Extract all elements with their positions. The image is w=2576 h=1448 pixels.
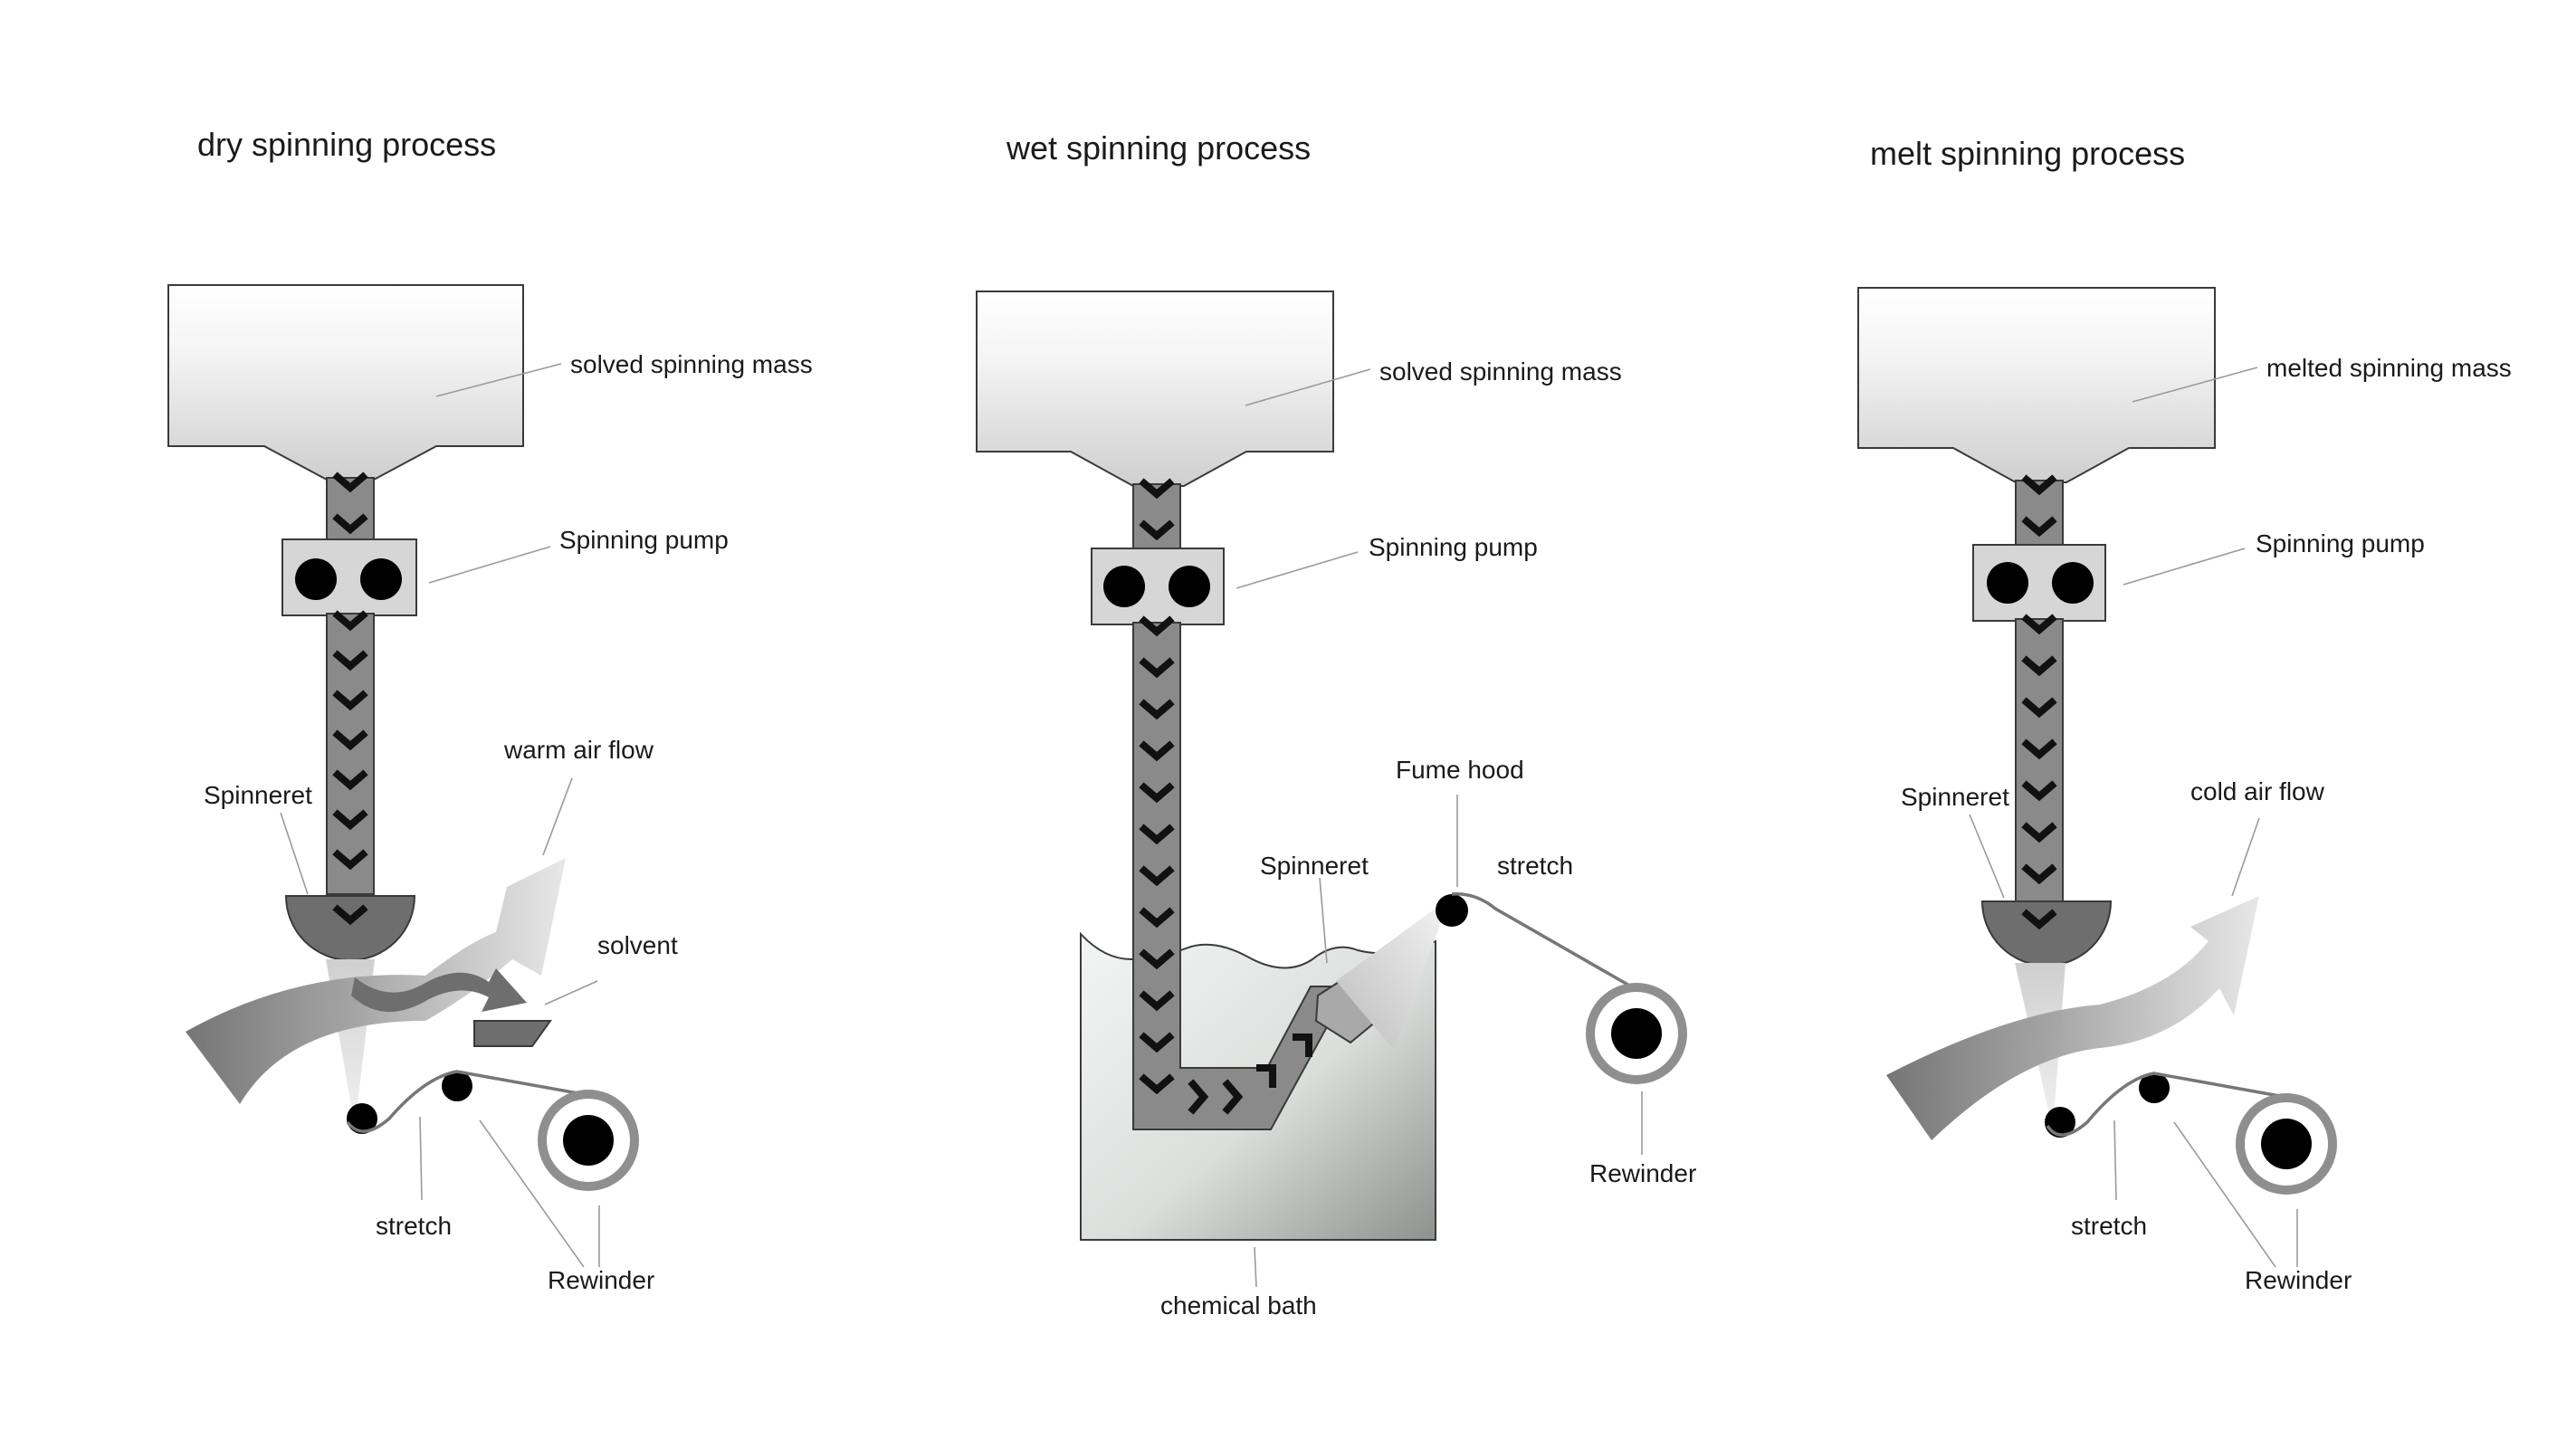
- melt-spinneret: [1980, 900, 2113, 967]
- melt-airflow-label: cold air flow: [2190, 777, 2325, 805]
- wet-spinneret-label: Spinneret: [1260, 852, 1369, 880]
- dry-pump-gear-right: [360, 558, 402, 600]
- dry-spinneret: [284, 895, 416, 961]
- melt-pump-label: Spinning pump: [2256, 529, 2425, 557]
- melt-leader-lines: [1969, 367, 2298, 1268]
- melt-spin-tube: [2015, 618, 2064, 902]
- melt-panel: melt spinning process: [1857, 135, 2512, 1294]
- wet-rewinder-label: Rewinder: [1589, 1159, 1696, 1187]
- dry-stretch-roller-2: [442, 1071, 472, 1101]
- wet-fiber-path: [1451, 892, 1632, 988]
- wet-stretch-roller: [1436, 894, 1468, 927]
- dry-fiber-path: [346, 1070, 589, 1133]
- wet-rewinder-core: [1611, 1008, 1662, 1059]
- melt-pump-gear-right: [2052, 562, 2094, 604]
- wet-spinning-mass-tank: [976, 291, 1334, 487]
- wet-pump-gear-right: [1169, 566, 1210, 607]
- dry-rewinder-core: [563, 1115, 614, 1166]
- dry-stretch-roller-1: [347, 1103, 377, 1134]
- wet-mass-label: solved spinning mass: [1379, 357, 1622, 386]
- dry-warm-air-flow-arrow: [186, 858, 566, 1104]
- dry-flow-chevrons: [332, 472, 368, 926]
- melt-rewinder-core: [2261, 1119, 2312, 1169]
- melt-fiber-path: [2046, 1072, 2285, 1137]
- dry-leader-lines: [280, 363, 600, 1268]
- wet-leader-lines: [1236, 368, 1643, 1288]
- dry-solvent-label: solvent: [597, 931, 678, 959]
- melt-rewinder-label: Rewinder: [2245, 1266, 2352, 1294]
- wet-stretch-label: stretch: [1497, 852, 1573, 880]
- melt-mass-label: melted spinning mass: [2266, 354, 2512, 382]
- dry-mass-label: solved spinning mass: [570, 350, 813, 378]
- dry-pump-gear-left: [295, 558, 337, 600]
- wet-pump-label: Spinning pump: [1369, 533, 1538, 561]
- dry-rewinder-label: Rewinder: [548, 1266, 654, 1294]
- dry-pump-label: Spinning pump: [559, 526, 729, 554]
- dry-spin-tube: [326, 613, 375, 895]
- melt-spinneret-label: Spinneret: [1901, 783, 2009, 811]
- melt-title: melt spinning process: [1870, 135, 2185, 172]
- melt-spinning-mass-tank: [1857, 287, 2216, 483]
- dry-stretch-label: stretch: [376, 1212, 452, 1240]
- wet-title: wet spinning process: [1006, 129, 1311, 167]
- melt-pump-gear-left: [1987, 562, 2028, 604]
- wet-flow-chevrons: [1139, 478, 1312, 1115]
- melt-stretch-label: stretch: [2071, 1212, 2147, 1240]
- dry-title: dry spinning process: [197, 126, 496, 163]
- dry-spinneret-label: Spinneret: [204, 781, 312, 809]
- dry-panel: dry spinning process: [167, 126, 813, 1294]
- dry-airflow-label: warm air flow: [503, 736, 654, 764]
- wet-fume-hood-label: Fume hood: [1396, 756, 1524, 784]
- dry-solvent-tray: [473, 1020, 552, 1047]
- wet-panel: wet spinning process: [976, 129, 1696, 1319]
- wet-bath-label: chemical bath: [1160, 1291, 1317, 1319]
- wet-pump-gear-left: [1103, 566, 1145, 607]
- dry-spinning-mass-tank: [167, 284, 524, 481]
- melt-flow-chevrons: [2021, 474, 2057, 930]
- wet-fume-hood-cone: [1336, 898, 1450, 1050]
- melt-cold-air-flow-arrow: [1886, 896, 2259, 1140]
- melt-stretch-roller-2: [2139, 1072, 2170, 1103]
- dry-solvent-flow: [351, 968, 527, 1013]
